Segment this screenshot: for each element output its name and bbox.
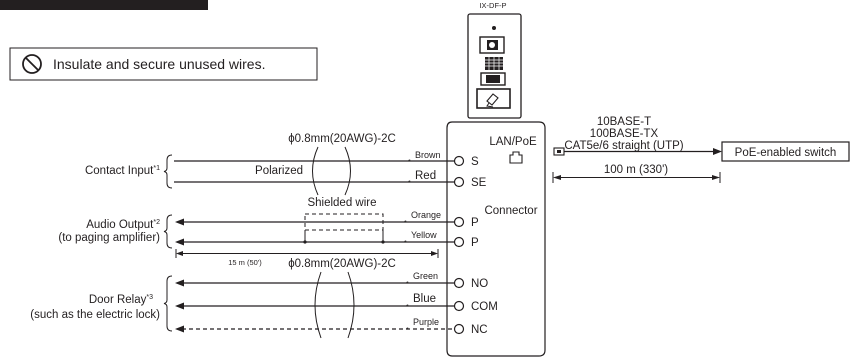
port-label: LAN/PoE bbox=[489, 136, 537, 148]
wire-label-brown: Brown bbox=[415, 150, 441, 160]
prohibited-icon bbox=[22, 54, 42, 74]
audio-distance-label: 15 m (50') bbox=[228, 258, 262, 267]
network-standard-1: 10BASE-T bbox=[597, 116, 651, 128]
wire-green bbox=[175, 279, 455, 287]
terminal-label-s: S bbox=[471, 156, 479, 168]
terminal-label-no: NO bbox=[471, 278, 488, 290]
terminal-no bbox=[453, 277, 465, 289]
brace-contact-input bbox=[163, 154, 173, 189]
audio-distance-dimension bbox=[175, 249, 439, 258]
terminal-se bbox=[453, 176, 465, 188]
terminal-p1 bbox=[453, 216, 465, 228]
connector-box bbox=[446, 121, 546, 357]
header-bar bbox=[0, 0, 208, 10]
terminal-label-se: SE bbox=[471, 177, 487, 189]
wire-label-red: Red bbox=[415, 170, 436, 182]
audio-output-sub: (to paging amplifier) bbox=[58, 232, 160, 244]
cable-bundle-top bbox=[312, 146, 351, 196]
wire-label-green: Green bbox=[413, 271, 438, 281]
mark-green: * bbox=[406, 281, 409, 288]
terminal-label-nc: NC bbox=[471, 324, 488, 336]
lan-distance-label: 100 m (330') bbox=[604, 164, 668, 176]
wire-label-yellow: Yellow bbox=[411, 230, 437, 240]
brace-audio-output bbox=[163, 214, 173, 249]
shielded-label: Shielded wire bbox=[307, 197, 376, 209]
wire-yellow bbox=[175, 238, 455, 246]
terminal-nc bbox=[453, 323, 465, 335]
door-relay-label: Door Relay*3 bbox=[89, 294, 153, 306]
shield bbox=[303, 213, 385, 244]
lan-distance-dimension bbox=[552, 172, 721, 183]
terminal-label-p1: P bbox=[471, 217, 479, 229]
lan-port-icon bbox=[509, 151, 523, 164]
mark-yellow: * bbox=[404, 240, 407, 247]
door-relay-sub: (such as the electric lock) bbox=[30, 309, 160, 321]
wire-label-blue: Blue bbox=[413, 293, 436, 305]
terminal-p2 bbox=[453, 236, 465, 248]
mark-red: * bbox=[408, 180, 411, 187]
terminal-com bbox=[453, 300, 465, 312]
wire-label-orange: Orange bbox=[411, 210, 441, 220]
mark-brown: * bbox=[408, 159, 411, 166]
lan-cable bbox=[553, 147, 722, 156]
mark-purple: * bbox=[406, 327, 409, 334]
polarized-label: Polarized bbox=[255, 165, 303, 177]
card-reader-icon bbox=[476, 88, 511, 109]
cable-spec-bottom: ϕ0.8mm(20AWG)-2C bbox=[288, 258, 396, 270]
network-standard-2: 100BASE-TX bbox=[590, 128, 659, 140]
speaker-grille bbox=[485, 57, 503, 70]
poe-switch-label: PoE-enabled switch bbox=[735, 147, 837, 159]
note-box: Insulate and secure unused wires. bbox=[9, 47, 318, 81]
brace-door-relay bbox=[163, 275, 173, 332]
mark-blue: * bbox=[406, 304, 409, 311]
connector-title: Connector bbox=[484, 205, 537, 217]
network-standard-3: CAT5e/6 straight (UTP) bbox=[564, 140, 683, 152]
terminal-s bbox=[453, 155, 465, 167]
note-text: Insulate and secure unused wires. bbox=[53, 56, 265, 72]
door-station bbox=[467, 13, 522, 119]
wire-label-purple: Purple bbox=[413, 317, 439, 327]
poe-switch-box bbox=[721, 141, 850, 162]
audio-output-label: Audio Output*2 bbox=[86, 219, 160, 231]
contact-input-label: Contact Input*1 bbox=[85, 165, 160, 177]
device-model: IX-DF-P bbox=[479, 1, 506, 10]
wire-orange bbox=[175, 218, 455, 226]
terminal-label-p2: P bbox=[471, 237, 479, 249]
cable-spec-top: ϕ0.8mm(20AWG)-2C bbox=[288, 133, 396, 145]
terminal-label-com: COM bbox=[471, 301, 498, 313]
cable-bundle-bottom bbox=[314, 271, 355, 339]
mark-orange: * bbox=[404, 220, 407, 227]
wire-blue bbox=[175, 302, 455, 310]
